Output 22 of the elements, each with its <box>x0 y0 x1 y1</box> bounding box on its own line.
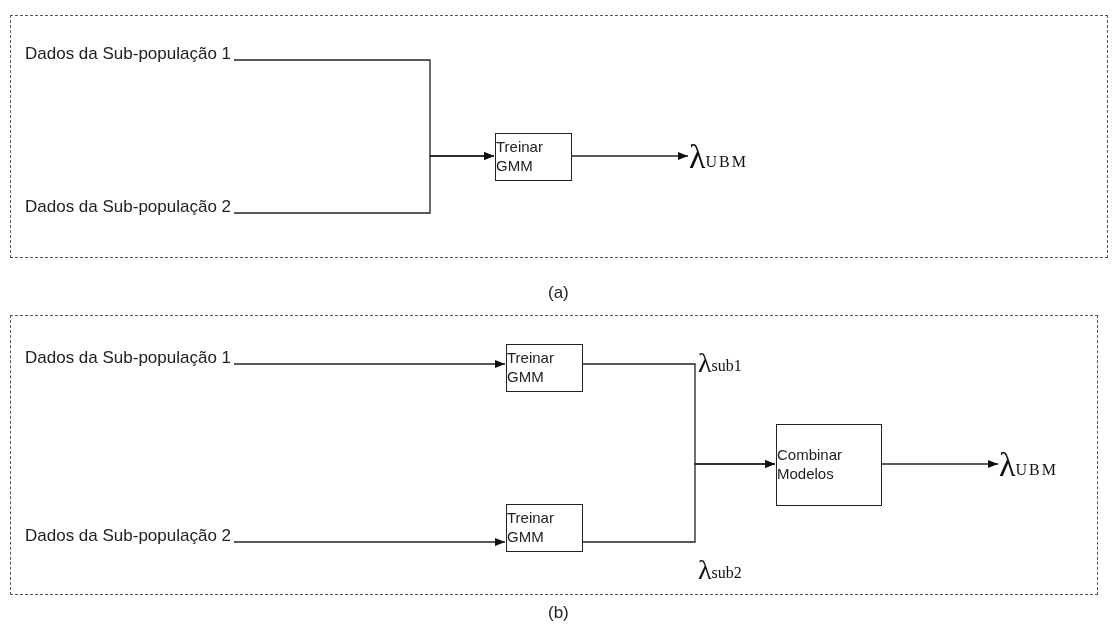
data-source-label: Dados da Sub-população 1 <box>25 44 235 66</box>
data-source-label: Dados da Sub-população 2 <box>25 197 235 219</box>
arrow <box>233 152 495 214</box>
process-box <box>776 424 882 506</box>
process-label: Treinar GMM <box>507 349 555 387</box>
panel-caption: (b) <box>548 603 569 623</box>
data-source-label: Dados da Sub-população 2 <box>25 526 235 548</box>
data-source-label: Dados da Sub-população 1 <box>25 348 235 370</box>
process-box <box>506 504 583 552</box>
arrow <box>880 460 999 468</box>
process-box <box>495 133 572 181</box>
panel-caption: (a) <box>548 283 569 303</box>
process-label: Combinar Modelos <box>777 446 844 484</box>
arrow <box>233 360 506 368</box>
process-label: Treinar GMM <box>496 138 544 176</box>
dashed-panel <box>10 315 1098 595</box>
process-box <box>506 344 583 392</box>
process-label: Treinar GMM <box>507 509 555 547</box>
arrow <box>581 460 776 543</box>
arrow <box>233 538 506 546</box>
dashed-panel <box>10 15 1108 258</box>
arrow <box>570 152 689 160</box>
